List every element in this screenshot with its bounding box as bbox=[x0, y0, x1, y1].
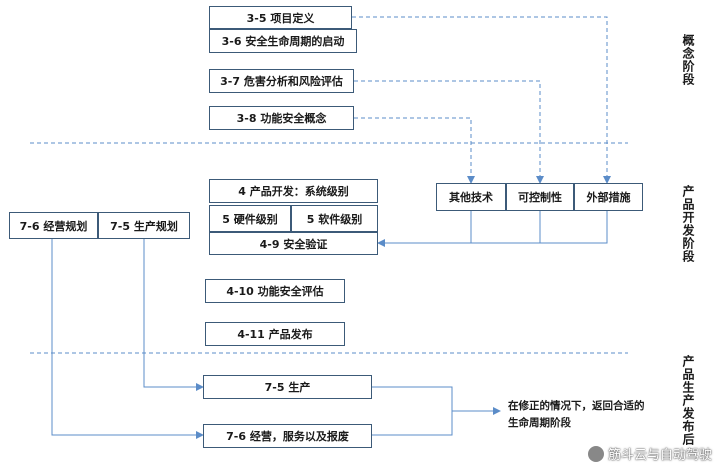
label-other-tech: 其他技术 bbox=[449, 191, 493, 204]
box-4-11-release: 4-11 产品发布 bbox=[205, 322, 345, 346]
box-3-8-functional-safety-concept: 3-8 功能安全概念 bbox=[209, 106, 354, 130]
arrow-project-to-external bbox=[352, 16, 611, 184]
label-4: 4 产品开发：系统级别 bbox=[238, 185, 349, 198]
label-7-5-planning: 7-5 生产规划 bbox=[110, 219, 178, 233]
arrow-production-planning-to-production bbox=[143, 238, 204, 391]
label-7-5-production: 7-5 生产 bbox=[264, 381, 311, 394]
label-controllability: 可控制性 bbox=[518, 191, 562, 204]
arrow-production-to-note bbox=[372, 386, 501, 415]
label-7-6-operation: 7-6 经营，服务以及报废 bbox=[226, 430, 349, 443]
arrow-fsc-to-other-tech bbox=[354, 117, 475, 184]
label-external: 外部措施 bbox=[586, 191, 631, 204]
label-4-11: 4-11 产品发布 bbox=[237, 328, 313, 341]
box-7-6-operation-service-decommission: 7-6 经营，服务以及报废 bbox=[203, 424, 372, 448]
phase-label-development: 产品开发阶段 bbox=[681, 185, 695, 263]
box-other-technologies: 其他技术 bbox=[436, 183, 506, 211]
note-line-2: 生命周期阶段 bbox=[508, 417, 571, 429]
arrow-operation-to-note bbox=[372, 411, 453, 436]
arrow-measures-to-validation bbox=[378, 211, 608, 243]
box-4-system-level: 4 产品开发：系统级别 bbox=[209, 179, 378, 203]
box-7-5-production-planning: 7-5 生产规划 bbox=[98, 212, 190, 239]
label-5-hw: 5 硬件级别 bbox=[222, 212, 278, 226]
label-4-9: 4-9 安全验证 bbox=[259, 237, 328, 251]
wechat-icon bbox=[587, 445, 604, 462]
label-3-7: 3-7 危害分析和风险评估 bbox=[220, 75, 343, 88]
box-7-6-operation-planning: 7-6 经营规划 bbox=[9, 212, 98, 239]
box-4-10-fs-assessment: 4-10 功能安全评估 bbox=[205, 279, 345, 303]
box-3-5-item-definition: 3-5 项目定义 bbox=[209, 6, 352, 29]
box-3-7-hara: 3-7 危害分析和风险评估 bbox=[209, 69, 354, 93]
phase-label-production: 产品生产发布后 bbox=[681, 354, 695, 446]
label-3-6: 3-6 安全生命周期的启动 bbox=[221, 35, 345, 48]
box-4-9-safety-validation: 4-9 安全验证 bbox=[209, 232, 378, 255]
note-line-1: 在修正的情况下，返回合适的 bbox=[508, 400, 645, 412]
box-5-software-level: 5 软件级别 bbox=[291, 205, 378, 232]
box-3-6-lifecycle-initiation: 3-6 安全生命周期的启动 bbox=[209, 29, 357, 53]
label-5-sw: 5 软件级别 bbox=[306, 212, 363, 226]
label-4-10: 4-10 功能安全评估 bbox=[226, 285, 324, 298]
arrow-hara-to-controllability bbox=[354, 80, 544, 184]
watermark-text: 筋斗云与自动驾驶 bbox=[607, 448, 712, 463]
correction-note: 在修正的情况下，返回合适的 生命周期阶段 bbox=[508, 398, 645, 432]
box-controllability: 可控制性 bbox=[506, 183, 574, 211]
watermark: 筋斗云与自动驾驶 bbox=[587, 444, 712, 463]
box-5-hardware-level: 5 硬件级别 bbox=[209, 205, 291, 232]
label-3-8: 3-8 功能安全概念 bbox=[236, 112, 327, 125]
phase-label-concept: 概念阶段 bbox=[681, 34, 695, 86]
box-7-5-production: 7-5 生产 bbox=[203, 375, 372, 399]
box-external-measures: 外部措施 bbox=[574, 183, 643, 211]
arrow-operation-planning-to-operation bbox=[51, 238, 204, 439]
label-3-5: 3-5 项目定义 bbox=[246, 11, 315, 25]
label-7-6-planning: 7-6 经营规划 bbox=[19, 219, 88, 233]
